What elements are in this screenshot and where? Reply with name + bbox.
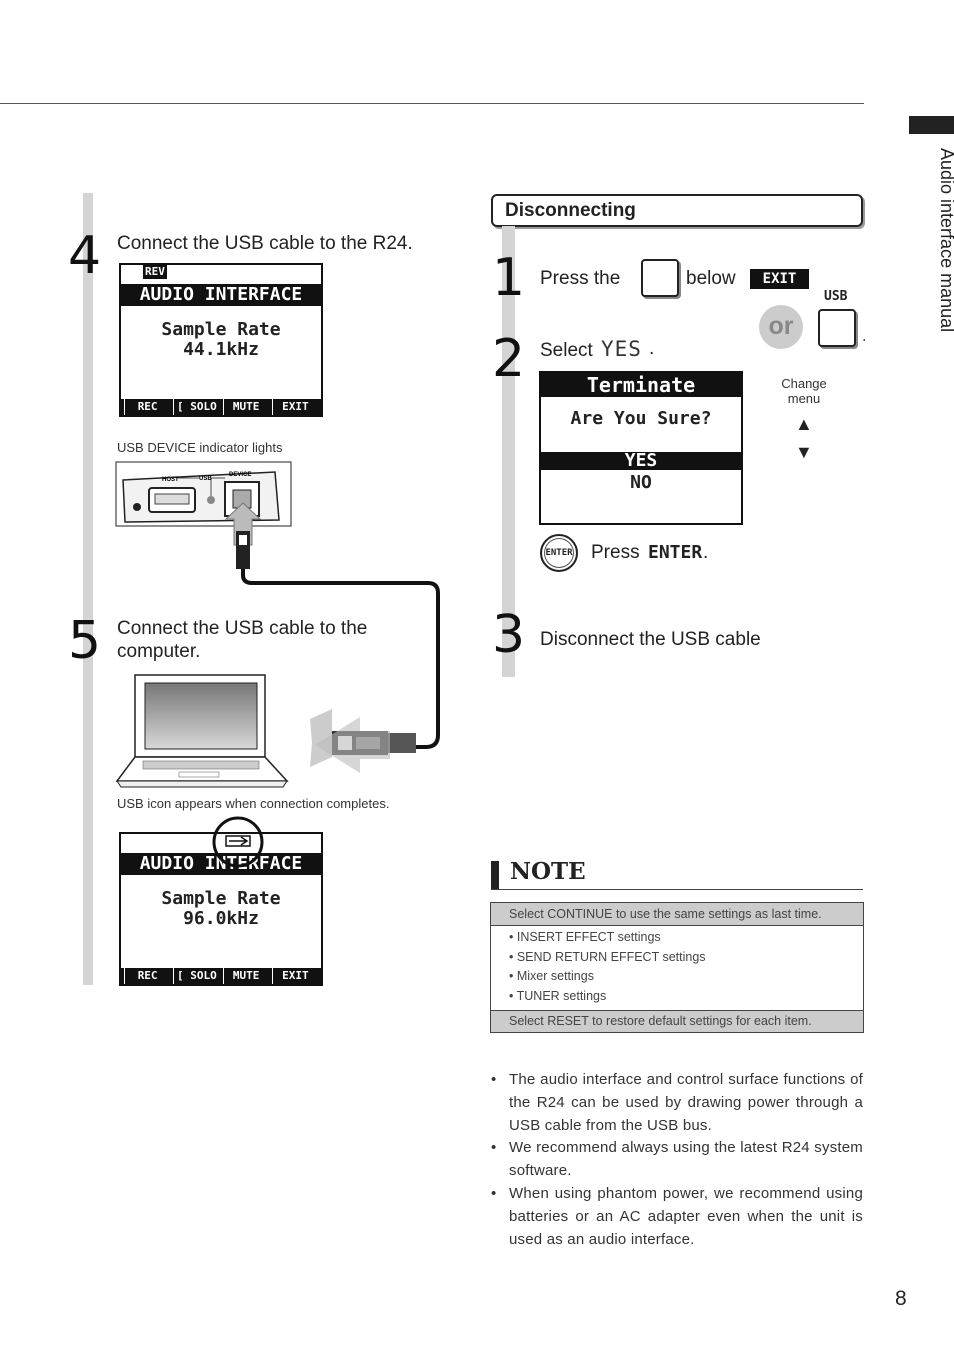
fn-solo: [ SOLO ] (173, 399, 219, 429)
lcd-option-no[interactable]: NO (630, 472, 652, 493)
step5-number: 5 (68, 611, 102, 671)
step2-period: . (649, 338, 655, 359)
bullet-dot: • (491, 1139, 497, 1156)
bullet-item: • The audio interface and control surfac… (491, 1068, 863, 1137)
usb-cable-illustration (224, 502, 440, 773)
fn-exit: EXIT (271, 399, 318, 415)
note-item: • INSERT EFFECT settings (509, 930, 661, 944)
top-rule (0, 103, 864, 104)
press-enter-prefix: Press (591, 542, 640, 563)
step3-number: 3 (492, 605, 526, 665)
step1-number: 1 (492, 248, 526, 308)
lcd-line2: 44.1kHz (183, 339, 259, 360)
lcd-terminate-title: Terminate (541, 373, 741, 397)
bullet-dot: • (491, 1185, 497, 1202)
laptop-illustration (115, 674, 289, 788)
step2-select: Select (540, 340, 593, 361)
note-table-footer: Select RESET to restore default settings… (491, 1010, 863, 1032)
press-enter-period: . (703, 542, 709, 563)
bullet-text: When using phantom power, we recommend u… (509, 1185, 863, 1248)
bullet-text: We recommend always using the latest R24… (509, 1139, 863, 1179)
fn-mute: MUTE (222, 399, 269, 415)
note-marker (491, 861, 499, 890)
fn-mute: MUTE (222, 968, 269, 984)
panel-device-label: DEVICE (229, 472, 251, 478)
side-tab-label: Audio interface manual (937, 148, 954, 333)
lcd-terminate: Terminate Are You Sure? YES NO (539, 371, 743, 525)
exit-key-label: EXIT (750, 269, 809, 289)
lcd-line2: 96.0kHz (183, 908, 259, 929)
step3-text: Disconnect the USB cable (540, 629, 761, 650)
fn-rec: REC (124, 399, 170, 415)
fn-solo: [ SOLO ] (173, 968, 219, 998)
lcd-line1: Sample Rate (161, 888, 281, 909)
or-badge: or (759, 305, 803, 349)
usb-key-label: USB (824, 289, 848, 304)
fn-rec: REC (124, 968, 170, 984)
lcd-function-bar: REC [ SOLO ] MUTE EXIT (121, 968, 321, 998)
step1-below: below (686, 268, 736, 289)
note-item: • TUNER settings (509, 988, 607, 1003)
panel-usb-label: USB (199, 476, 212, 482)
step4-number: 4 (68, 226, 102, 286)
arrow-up-icon[interactable]: ▲ (795, 414, 813, 434)
lcd-rev-badge: REV (143, 265, 167, 279)
step4-text: Connect the USB cable to the R24. (117, 233, 413, 254)
disconnecting-header: Disconnecting (491, 194, 863, 227)
usb-icon-highlight (212, 816, 264, 868)
bullet-text: The audio interface and control surface … (509, 1071, 863, 1134)
enter-icon[interactable]: ENTER (540, 534, 578, 572)
fn-exit: EXIT (271, 968, 318, 984)
step2-yes: YES (601, 337, 642, 361)
lcd-option-yes[interactable]: YES (541, 452, 741, 470)
function-key-button[interactable] (641, 259, 679, 297)
note-item: • SEND RETURN EFFECT settings (509, 949, 706, 964)
bullet-item: • When using phantom power, we recommend… (491, 1182, 863, 1251)
bullet-item: • We recommend always using the latest R… (491, 1136, 863, 1182)
lcd-line1: Sample Rate (161, 319, 281, 340)
left-step-bar (83, 193, 93, 985)
arrow-down-icon[interactable]: ▼ (795, 442, 813, 462)
change-menu-label: Change menu (781, 376, 827, 406)
step1-period: . (862, 328, 867, 345)
bullet-dot: • (491, 1071, 497, 1088)
usb-key-button[interactable] (818, 309, 856, 347)
lcd-title: AUDIO INTERFACE (121, 853, 321, 875)
press-enter-key: ENTER (648, 542, 703, 563)
note-title: NOTE (510, 858, 586, 885)
lcd-title: AUDIO INTERFACE (121, 284, 321, 306)
note-item: • Mixer settings (509, 969, 594, 983)
side-tab-marker (909, 116, 954, 134)
usb-icon-caption: USB icon appears when connection complet… (117, 796, 390, 811)
lcd-function-bar: REC [ SOLO ] MUTE EXIT (121, 399, 321, 429)
usb-indicator-caption: USB DEVICE indicator lights (117, 440, 283, 455)
usb-panel-illustration: HOST USB DEVICE (115, 461, 292, 527)
page-number: 8 (895, 1287, 907, 1310)
disconnecting-title: Disconnecting (505, 200, 636, 221)
step5-text: Connect the USB cable to the computer. (117, 618, 368, 662)
lcd-question: Are You Sure? (570, 408, 712, 429)
note-rule (491, 889, 863, 890)
panel-host-label: HOST (162, 477, 179, 483)
step1-press-the: Press the (540, 268, 621, 289)
step2-number: 2 (492, 329, 526, 389)
note-table-header: Select CONTINUE to use the same settings… (491, 903, 863, 926)
note-table: Select CONTINUE to use the same settings… (490, 902, 864, 1033)
right-step-bar (502, 226, 515, 677)
lcd-audio-interface-44k: REV AUDIO INTERFACE Sample Rate 44.1kHz … (119, 263, 323, 429)
